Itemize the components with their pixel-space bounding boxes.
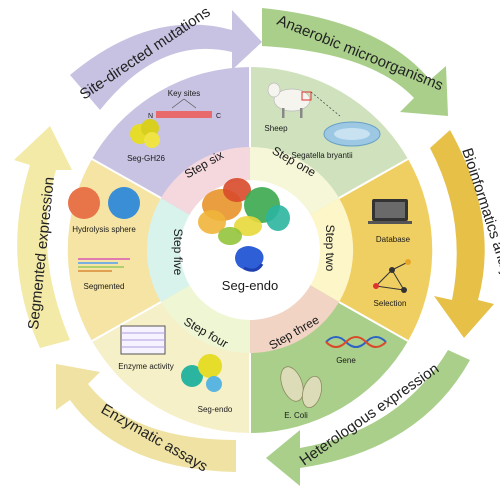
enzyme-activity-plate-icon: [120, 325, 166, 355]
seg-gh26-structure-icon: [130, 119, 160, 148]
seg-endo-structure-icon: [181, 354, 222, 392]
hydrolysis-sphere-orange-icon: [68, 187, 100, 219]
n-terminus-label: N: [148, 113, 153, 120]
segmented-label: Segmented: [84, 282, 125, 291]
sheep-label: Sheep: [264, 124, 288, 133]
dna-helix-icon: [325, 336, 387, 348]
c-terminus-label: C: [216, 113, 221, 120]
segatella-label: Segatella bryantii: [291, 151, 353, 160]
selection-label: Selection: [374, 299, 407, 308]
arrow-bioinformatics-analysis: Bioinformatics analysis: [430, 130, 500, 338]
key-site-pointer-2: [183, 98, 197, 109]
database-label: Database: [376, 235, 411, 244]
sheep-icon: [267, 82, 312, 118]
e-coli-label: E. Coli: [284, 411, 308, 420]
seg-gh26-label: Seg-GH26: [127, 154, 165, 163]
arrow-segmented-expression: Segmented expression: [14, 126, 72, 348]
key-sites-label: Key sites: [168, 89, 200, 98]
e-coli-icon: [280, 366, 323, 409]
enzyme-activity-label: Enzyme activity: [118, 362, 174, 371]
seg-endo-small-label: Seg-endo: [198, 405, 233, 414]
segatella-bacteria-icon: [323, 121, 381, 147]
sequence-bar-icon: [156, 111, 212, 118]
selection-network-icon: [373, 259, 411, 293]
key-site-pointer-1: [171, 98, 185, 109]
step-five-label: Step five: [171, 229, 185, 276]
step-two-label: Step two: [323, 225, 337, 272]
database-laptop-icon: [368, 199, 412, 224]
hydrolysis-sphere-label: Hydrolysis sphere: [72, 225, 136, 234]
dividers: [91, 67, 409, 433]
center-label: Seg-endo: [222, 278, 278, 293]
segmented-bars-icon: [78, 258, 130, 272]
gene-label: Gene: [336, 356, 356, 365]
protein-structure-icon: [198, 178, 290, 272]
hydrolysis-sphere-blue-icon: [108, 187, 140, 219]
